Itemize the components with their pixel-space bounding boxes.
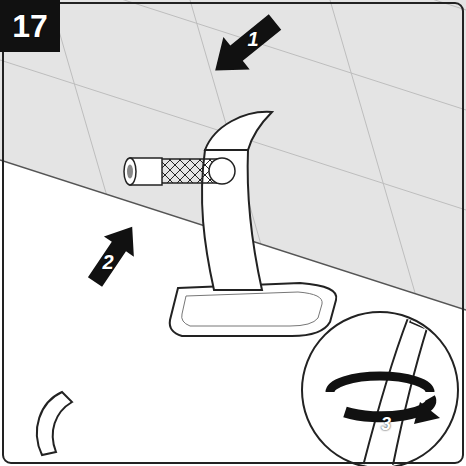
hose (362, 318, 428, 466)
connector-opening (127, 165, 133, 179)
callout-number: 1 (247, 29, 258, 49)
faucet-body (202, 150, 262, 290)
callout-number: 3 (381, 415, 391, 433)
connector-end (124, 158, 136, 185)
tile-lines (0, 0, 466, 310)
arrow-2 (80, 217, 147, 292)
frame (3, 3, 463, 463)
hose-fitting (410, 306, 430, 328)
step-box (0, 0, 60, 52)
arrow-1 (202, 6, 288, 87)
faucet-handle (205, 112, 272, 150)
step-number: 17 (12, 10, 48, 42)
detail-content (330, 306, 440, 466)
base-plate-inner (182, 292, 322, 326)
callout-number: 2 (102, 252, 113, 272)
connector-ring (209, 158, 235, 184)
cap-piece (37, 392, 72, 455)
tiled-wall (0, 0, 466, 310)
rotation-arrowhead (414, 402, 440, 424)
rotation-arrow-back (330, 376, 430, 392)
